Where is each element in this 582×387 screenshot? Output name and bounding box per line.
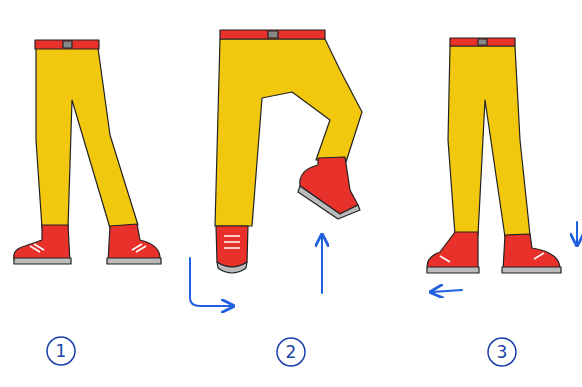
shoe — [14, 225, 70, 262]
shoe — [427, 232, 478, 270]
step-number-circle: 2 — [276, 337, 306, 367]
sole — [427, 267, 479, 273]
pants — [215, 39, 362, 226]
motion-arrow — [432, 290, 462, 292]
step-number-circle: 1 — [46, 336, 76, 366]
motion-arrow — [576, 222, 578, 244]
sole — [107, 258, 161, 264]
belt — [220, 30, 325, 39]
motion-arrow — [190, 258, 232, 306]
shoe — [216, 226, 248, 267]
step-number: 2 — [286, 344, 297, 361]
sole — [502, 267, 561, 273]
sole — [298, 186, 360, 219]
laces — [30, 236, 544, 262]
shoe — [108, 224, 160, 262]
motion-arrow — [321, 236, 323, 293]
step-number: 1 — [56, 343, 67, 360]
pants — [448, 46, 530, 237]
buckle — [268, 31, 278, 38]
shoe — [503, 234, 560, 270]
shoe — [300, 157, 358, 214]
belt — [35, 40, 99, 49]
step-number-circle: 3 — [487, 337, 517, 367]
step-number: 3 — [497, 344, 508, 361]
sole — [14, 258, 71, 264]
pants — [36, 48, 138, 228]
buckle — [478, 39, 487, 45]
sole — [217, 262, 247, 273]
belt — [450, 38, 515, 46]
buckle — [63, 41, 72, 48]
